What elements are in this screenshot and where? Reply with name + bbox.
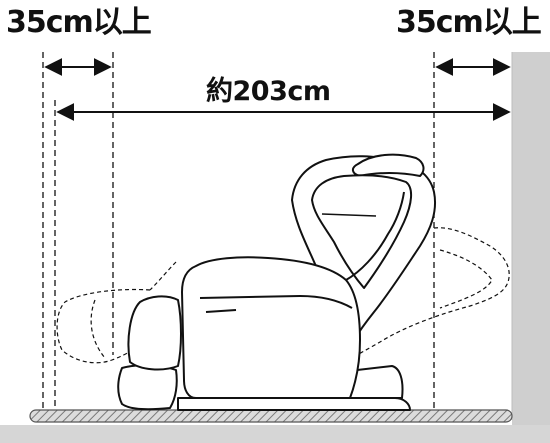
guide-lines [42,52,435,410]
reclined-legrest-inner [90,299,106,359]
left-clearance-label: 35cm以上 [6,5,152,40]
reclined-back-inner [439,249,493,309]
floor [0,425,550,443]
chair-backrest-panel [311,174,412,289]
chair-armrest-line [199,295,353,309]
chair-side-arm [345,191,405,281]
chair-body [181,256,361,399]
reclined-legrest [56,288,151,364]
chair-headrest [352,153,425,177]
wall [512,52,550,443]
reclined-back [339,227,510,365]
reclined-seat [149,261,177,291]
total-length-label: 約203cm [206,76,331,107]
chair-calfrest [127,295,182,371]
chair-armrest-slot [205,309,237,313]
chair-backrest-slot [321,213,377,217]
dimension-arrows [44,58,511,121]
reclined-outline [56,227,510,365]
chair-base [177,397,411,411]
right-clearance-label: 35cm以上 [396,5,542,40]
chair-footrest [117,364,178,411]
floor-mat [29,409,513,423]
massage-chair [117,153,436,411]
